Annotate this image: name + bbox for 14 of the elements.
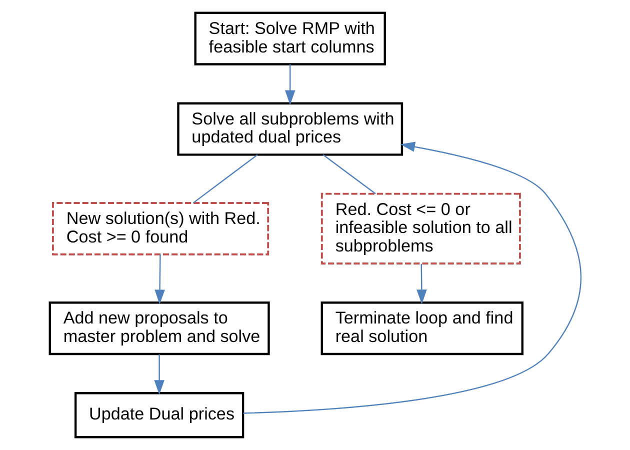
node-box: Update Dual prices: [74, 392, 244, 438]
connector: [322, 154, 376, 194]
arrow: [416, 264, 426, 304]
node-box: Start: Solve RMP with feasible start columns: [194, 12, 386, 66]
arrow: [154, 354, 164, 395]
arrow: [284, 64, 295, 105]
arrow: [154, 254, 164, 304]
connector: [192, 154, 258, 204]
node-box: Terminate loop and find real solution: [320, 302, 523, 356]
node-box: Solve all subproblems with updated dual prices: [176, 102, 403, 156]
node-box: Red. Cost <= 0 or infeasible solution to all subproblems: [320, 192, 520, 264]
node-box: Add new proposals to master problem and solve: [48, 302, 270, 356]
node-box: New solution(s) with Red. Cost >= 0 found: [51, 202, 269, 256]
arrow: [242, 142, 581, 414]
